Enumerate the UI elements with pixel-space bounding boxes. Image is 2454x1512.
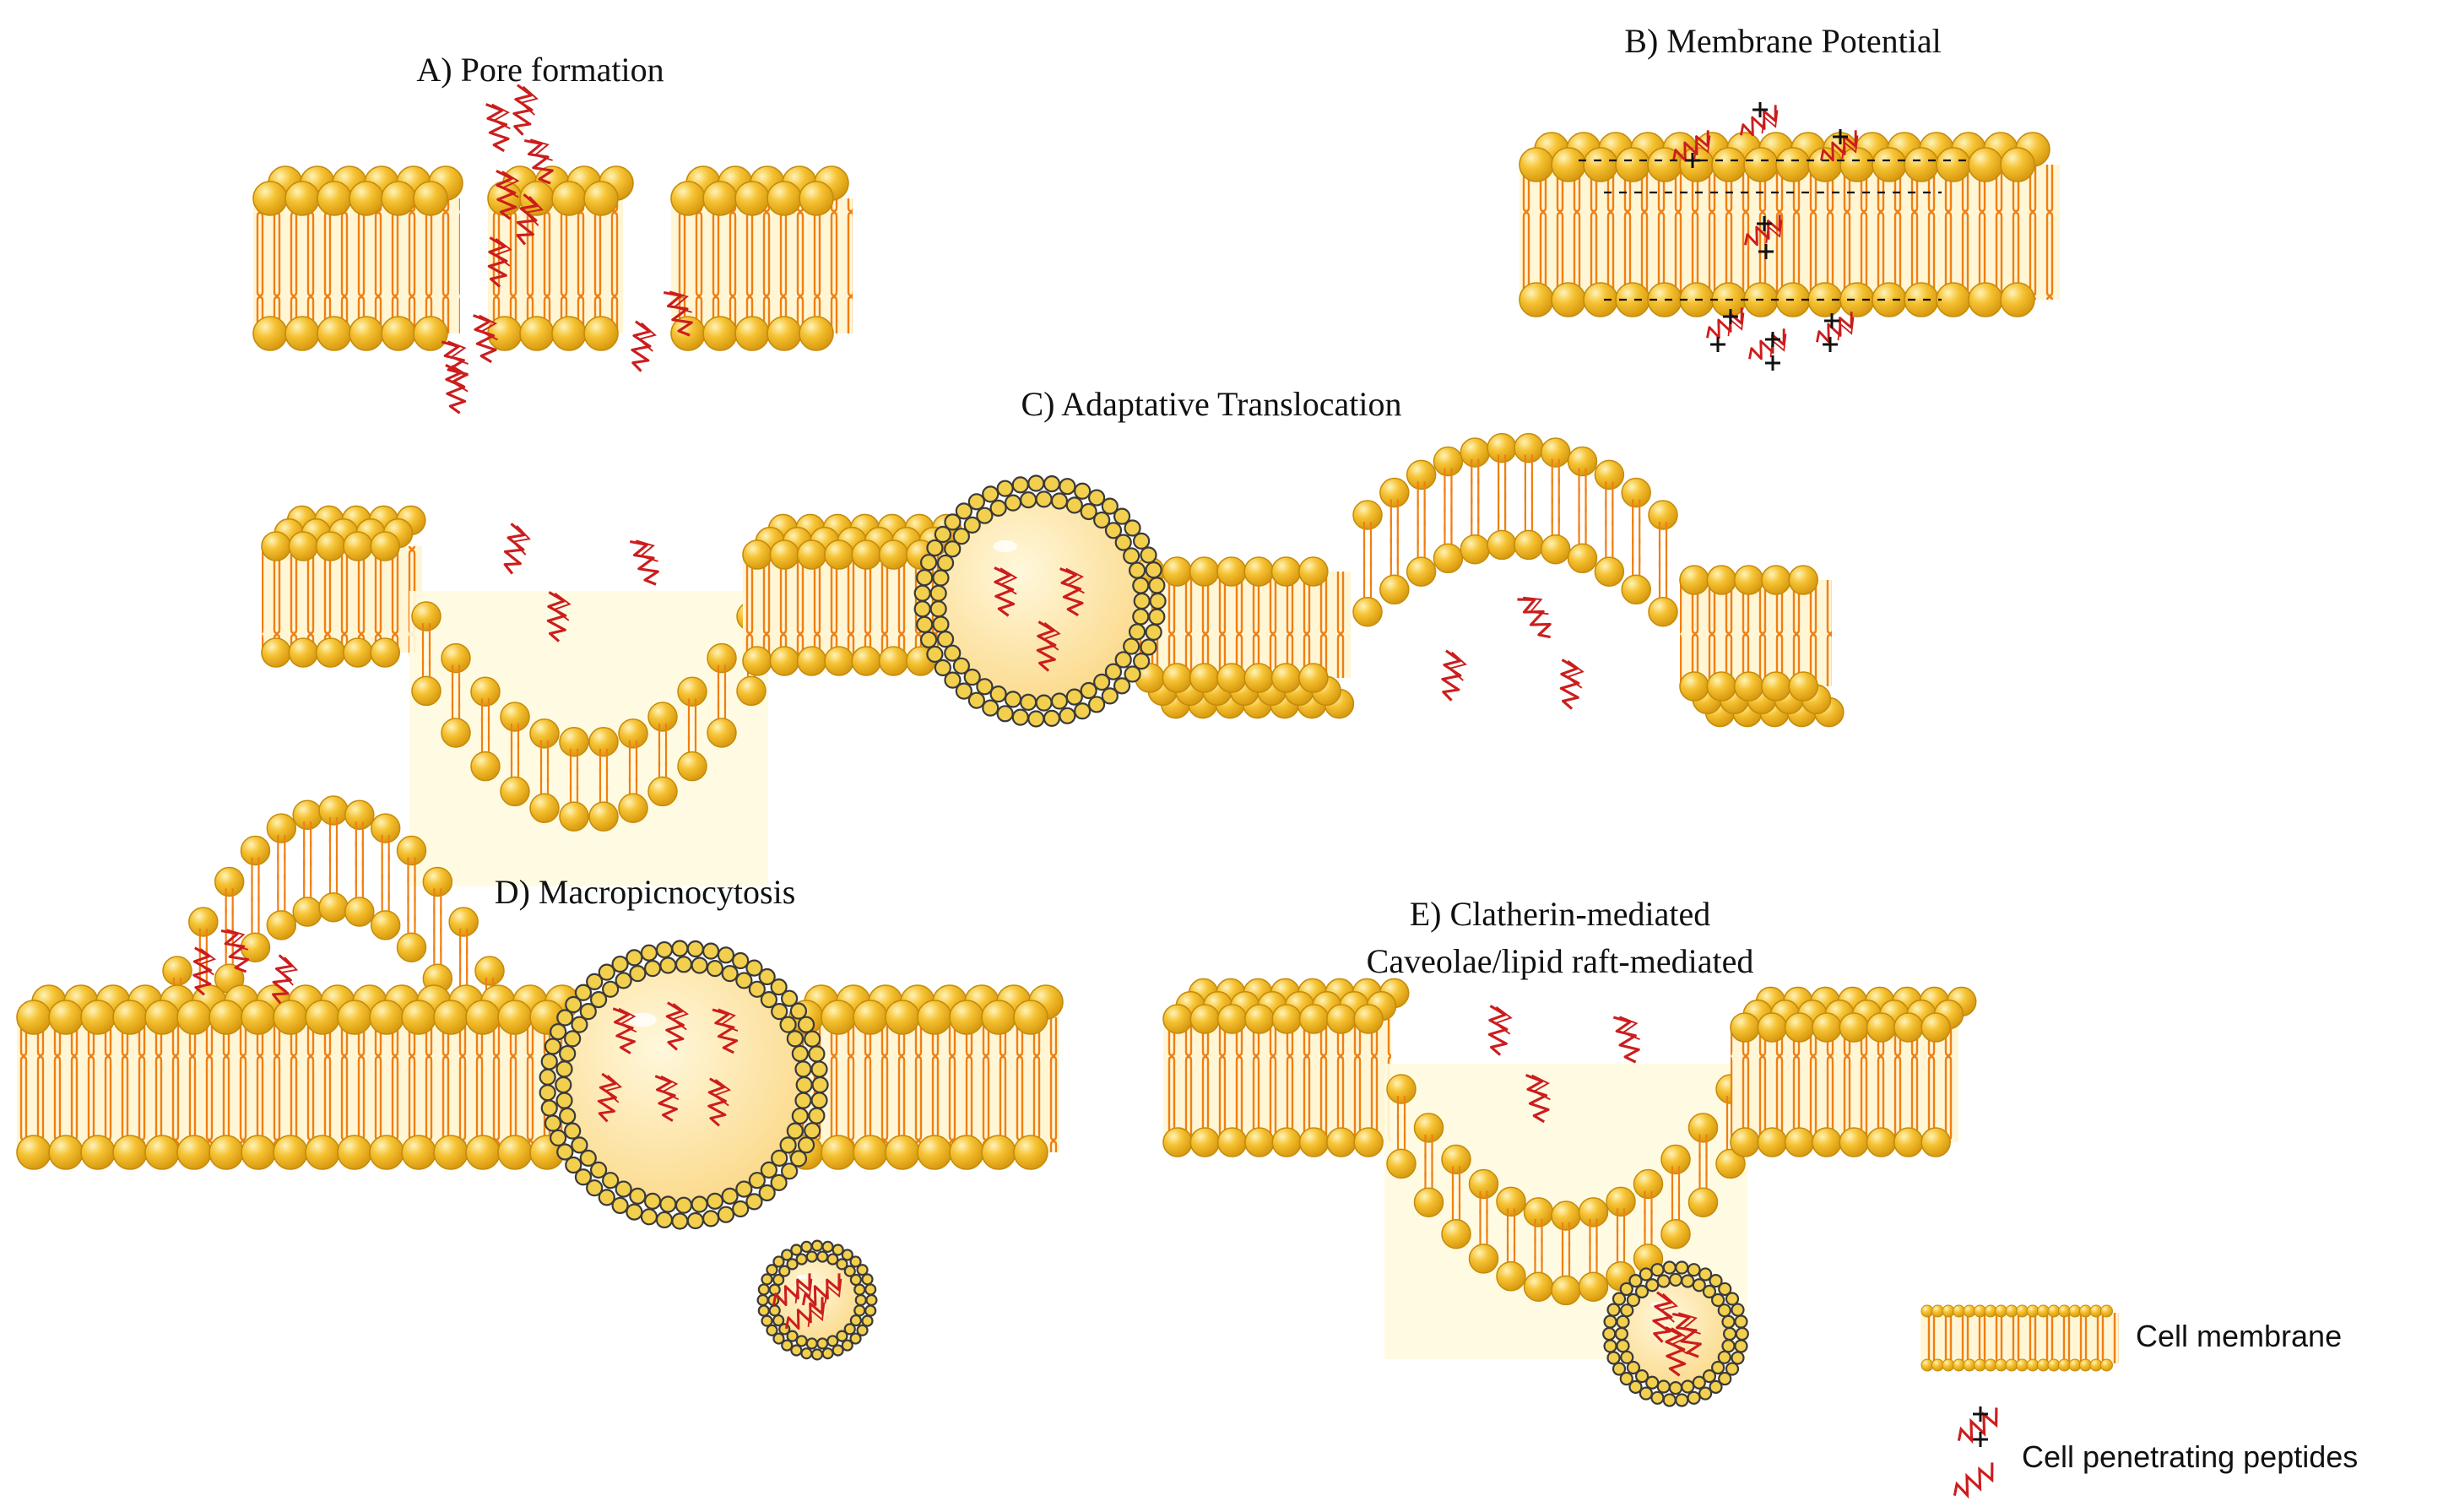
charge-plus <box>1824 313 1839 328</box>
translocation-membrane-3 <box>1135 556 1355 719</box>
charge-plus <box>1685 153 1700 168</box>
panel-d-title: D) Macropicnocytosis <box>495 873 796 911</box>
macropinocytosis-peptide <box>784 1297 826 1330</box>
peptides-layer <box>192 84 1859 1377</box>
endocytosis-peptide <box>1487 1005 1513 1056</box>
macropinocytosis-membrane-right <box>788 984 1064 1170</box>
translocation-peptide <box>1559 658 1585 710</box>
charge-plus <box>1833 129 1848 144</box>
endocytosis-peptide <box>1652 1291 1678 1343</box>
translocation-peptide <box>1517 596 1552 639</box>
endocytosis-peptide <box>1612 1016 1640 1064</box>
pore-peptide <box>445 364 469 415</box>
charge-plus <box>1823 337 1838 352</box>
macropinocytosis-peptide <box>801 1273 842 1307</box>
macropinocytosis-peptide <box>707 1077 732 1127</box>
endocytosis-peptide <box>1671 1312 1702 1358</box>
charge-plus <box>1723 309 1738 324</box>
endocytosis-peptide <box>1665 1326 1689 1377</box>
pore-peptide <box>512 84 539 136</box>
macropinocytosis-peptide <box>597 1072 623 1123</box>
translocation-peptide <box>546 591 572 642</box>
endocytosis-membrane-right <box>1730 986 1977 1157</box>
panel-a-title: A) Pore formation <box>416 51 664 89</box>
endocytosis-peptide <box>1525 1074 1551 1124</box>
macropinocytosis-peptide <box>220 929 250 973</box>
translocation-arch <box>1352 432 1678 627</box>
macropinocytosis-peptide <box>192 946 217 996</box>
pore-peptide <box>523 138 554 185</box>
membranes-layer <box>16 132 2060 1359</box>
translocation-peptide <box>994 566 1018 617</box>
potential-peptide <box>1744 214 1783 247</box>
pore-peptide <box>631 320 657 372</box>
charges-layer <box>1579 102 1967 371</box>
translocation-peptide <box>1036 621 1061 672</box>
legend-membrane-swatch <box>1920 1304 2119 1372</box>
macropinocytosis-peptide <box>654 1075 680 1122</box>
legend-cell-penetrating-peptides-label: Cell penetrating peptides <box>2022 1439 2358 1474</box>
macropinocytosis-peptide <box>772 1273 813 1307</box>
panel-c-title: C) Adaptative Translocation <box>1021 385 1401 423</box>
pore-membrane-left <box>252 165 463 351</box>
legend-cell-membrane-label: Cell membrane <box>2136 1319 2342 1353</box>
potential-peptide <box>1820 130 1859 162</box>
macropinocytosis-peptide <box>612 1007 637 1054</box>
pore-peptide <box>487 236 512 288</box>
charge-plus <box>1752 102 1768 117</box>
pore-peptide <box>516 193 544 246</box>
potential-membrane <box>1519 132 2060 317</box>
endocytosis-vesicle <box>1602 1260 1749 1407</box>
translocation-vesicle <box>913 474 1167 728</box>
charge-plus <box>1765 355 1780 371</box>
translocation-peptide <box>503 523 531 575</box>
translocation-peptide <box>1059 567 1085 617</box>
macropinocytosis-peptide <box>665 1001 690 1051</box>
pore-peptide <box>496 170 520 220</box>
translocation-peptide <box>629 539 659 586</box>
vesicles-layer <box>539 474 1749 1407</box>
pore-peptide <box>485 103 511 153</box>
charge-plus <box>1757 216 1772 231</box>
macropinocytosis-vesicle <box>539 940 829 1230</box>
macropinocytosis-membrane-left <box>16 984 580 1170</box>
potential-peptide <box>1748 328 1787 360</box>
pore-peptide <box>473 314 498 364</box>
panel-b-title: B) Membrane Potential <box>1624 22 1941 60</box>
potential-peptide <box>1816 312 1855 344</box>
potential-peptide <box>1706 307 1745 339</box>
panel-e-title-line1: E) Clatherin-mediated <box>1410 895 1711 933</box>
legend-peptide-swatch <box>1953 1406 1998 1499</box>
pore-membrane-right <box>670 165 853 351</box>
translocation-dip-left <box>409 591 768 886</box>
charge-plus <box>1765 332 1780 347</box>
potential-peptide <box>1672 130 1711 162</box>
charge-plus <box>1710 337 1725 352</box>
translocation-membrane-1 <box>261 505 426 668</box>
endocytosis-membrane-left <box>1162 978 1410 1157</box>
macropinocytosis-peptide <box>712 1008 739 1054</box>
legend <box>1920 1304 2119 1499</box>
translocation-peptide <box>1441 649 1467 702</box>
potential-peptide <box>1740 105 1779 137</box>
macropinocytosis-peptide <box>272 954 299 1005</box>
translocation-membrane-4 <box>1679 565 1845 728</box>
pore-peptide <box>663 290 693 337</box>
panel-e-title-line2: Caveolae/lipid raft-mediated <box>1367 942 1754 980</box>
charge-plus <box>1758 244 1774 259</box>
